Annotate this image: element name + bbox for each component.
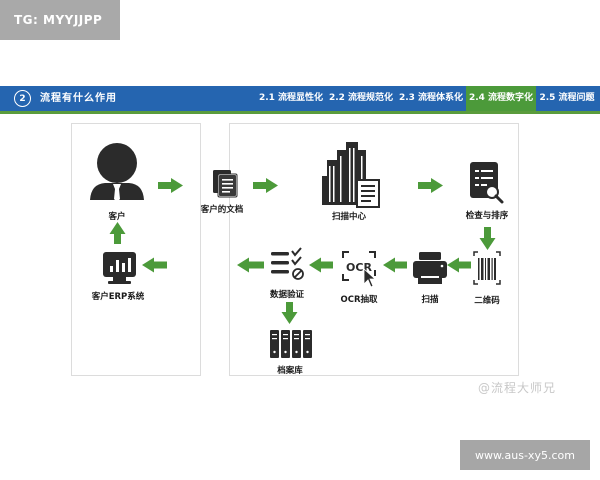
scan-center-building-icon — [322, 142, 380, 208]
ocr-icon: OCR — [342, 251, 377, 288]
documents-icon — [213, 170, 238, 198]
label-customer-docs: 客户的文档 — [200, 205, 244, 215]
customer-person-icon — [90, 143, 144, 202]
tab-2-2[interactable]: 2.2 流程规范化 — [328, 93, 394, 103]
arrow-check-to-barcode — [479, 227, 496, 250]
arrow-verify-to-erp — [237, 257, 264, 273]
watermark-text: @流程大师兄 — [478, 381, 557, 395]
tab-2-4-active[interactable]: 2.4 流程数字化 — [466, 86, 536, 111]
barcode-icon — [473, 251, 501, 285]
section-number-badge: 2 — [14, 90, 31, 107]
arrow-into-erp — [142, 257, 167, 273]
data-verify-checklist-icon — [271, 247, 304, 280]
arrow-scan-to-ocr — [383, 257, 407, 273]
erp-monitor-icon — [103, 252, 136, 284]
label-scan: 扫描 — [421, 295, 439, 305]
label-check-sort: 检查与排序 — [465, 211, 509, 221]
arrow-verify-to-archive — [281, 302, 298, 324]
section-title: 流程有什么作用 — [40, 93, 117, 104]
arrow-barcode-to-scan — [447, 257, 471, 273]
arrow-scan-center-to-check — [418, 178, 443, 193]
label-scan-center: 扫描中心 — [331, 212, 367, 222]
tab-2-1[interactable]: 2.1 流程显性化 — [258, 93, 324, 103]
tab-2-3[interactable]: 2.3 流程体系化 — [398, 93, 464, 103]
tab-2-5[interactable]: 2.5 流程问题 — [539, 93, 595, 103]
arrow-erp-to-customer — [109, 222, 126, 244]
label-archive: 档案库 — [277, 366, 303, 376]
label-customer: 客户 — [108, 212, 126, 222]
label-barcode: 二维码 — [474, 296, 500, 306]
corner-tag: TG: MYYJJPP — [0, 0, 120, 40]
ocr-icon-text: OCR — [346, 261, 372, 274]
label-customer-erp: 客户ERP系统 — [91, 292, 145, 302]
arrow-customer-to-docs — [158, 178, 183, 193]
archive-server-icon — [270, 330, 312, 358]
label-ocr: OCR抽取 — [340, 295, 378, 305]
scanner-icon — [413, 252, 447, 284]
label-data-verify: 数据验证 — [269, 290, 305, 300]
footer-url-badge[interactable]: www.aus-xy5.com — [460, 440, 590, 470]
check-sort-magnifier-icon — [470, 162, 504, 204]
header-underline — [0, 111, 600, 114]
arrow-docs-to-scan-center — [253, 178, 278, 193]
arrow-ocr-to-verify — [309, 257, 333, 273]
